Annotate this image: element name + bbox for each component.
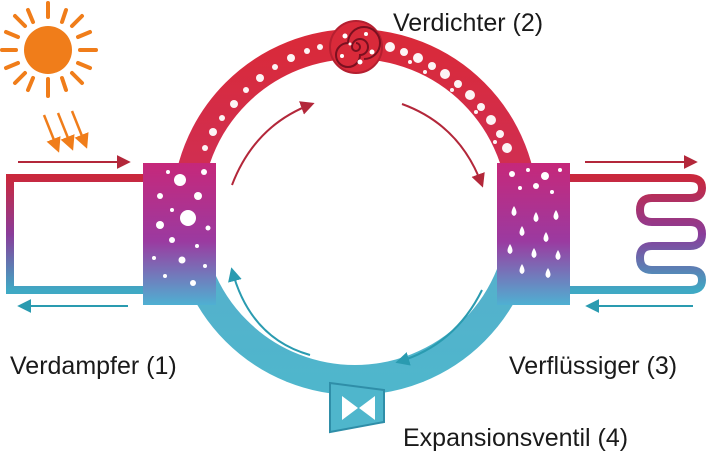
sun-icon xyxy=(0,1,98,98)
label-compressor: Verdichter (2) xyxy=(393,9,543,37)
compressor-icon xyxy=(329,20,383,74)
evaporator-box xyxy=(143,163,216,305)
evaporator-source-loop xyxy=(4,155,143,313)
label-expansion-valve: Expansionsventil (4) xyxy=(403,424,628,452)
gas-bubbles xyxy=(202,42,512,153)
sun-rays xyxy=(42,110,89,153)
flow-arrows xyxy=(228,101,485,366)
condenser-radiator-loop xyxy=(568,155,709,313)
condenser-box xyxy=(497,163,570,305)
expansion-valve-icon xyxy=(329,381,385,434)
label-condenser: Verflüssiger (3) xyxy=(509,352,677,380)
label-evaporator: Verdampfer (1) xyxy=(10,352,177,380)
